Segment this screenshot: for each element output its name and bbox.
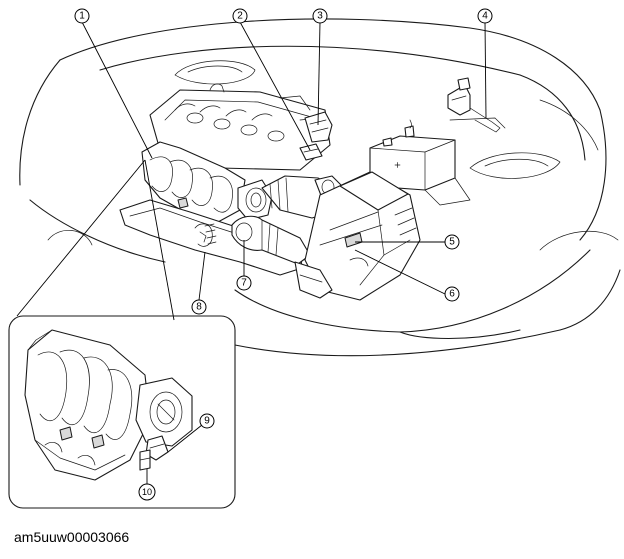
callout-7: 7 bbox=[236, 275, 252, 291]
callout-10: 10 bbox=[138, 483, 156, 501]
callout-8-label: 8 bbox=[196, 302, 202, 313]
callout-5-label: 5 bbox=[449, 237, 455, 248]
bracket-part-3 bbox=[304, 111, 333, 143]
callout-2-label: 2 bbox=[237, 11, 243, 22]
callout-3-label: 3 bbox=[317, 11, 323, 22]
callout-3: 3 bbox=[312, 8, 328, 24]
inset-throttle-body bbox=[135, 377, 193, 471]
callout-6-label: 6 bbox=[449, 289, 455, 300]
callout-2: 2 bbox=[232, 8, 248, 24]
fender-arches bbox=[47, 60, 619, 251]
callout-1: 1 bbox=[74, 8, 90, 24]
callout-1-label: 1 bbox=[79, 11, 85, 22]
callout-8: 8 bbox=[191, 299, 207, 315]
connector-part-2 bbox=[299, 143, 323, 161]
bracket-part-4 bbox=[447, 77, 501, 133]
vehicle-body-outline bbox=[19, 18, 621, 357]
inset-frame bbox=[8, 315, 236, 509]
leader-lines bbox=[81, 21, 487, 488]
callout-7-label: 7 bbox=[241, 278, 247, 289]
callout-9-label: 9 bbox=[204, 416, 210, 427]
inset-view bbox=[8, 159, 236, 509]
figure-id: am5uuw00003066 bbox=[14, 529, 130, 545]
callout-4: 4 bbox=[477, 8, 493, 24]
callout-5: 5 bbox=[444, 234, 460, 250]
battery bbox=[369, 119, 471, 206]
callouts: 1 2 3 4 5 6 7 8 bbox=[74, 8, 493, 501]
air-hose-part-7 bbox=[231, 215, 311, 265]
inset-intake-manifold bbox=[24, 329, 151, 481]
callout-6: 6 bbox=[444, 286, 460, 302]
engine-head bbox=[149, 83, 331, 171]
callout-4-label: 4 bbox=[482, 11, 488, 22]
callout-9: 9 bbox=[199, 413, 215, 429]
callout-10-label: 10 bbox=[142, 487, 152, 497]
